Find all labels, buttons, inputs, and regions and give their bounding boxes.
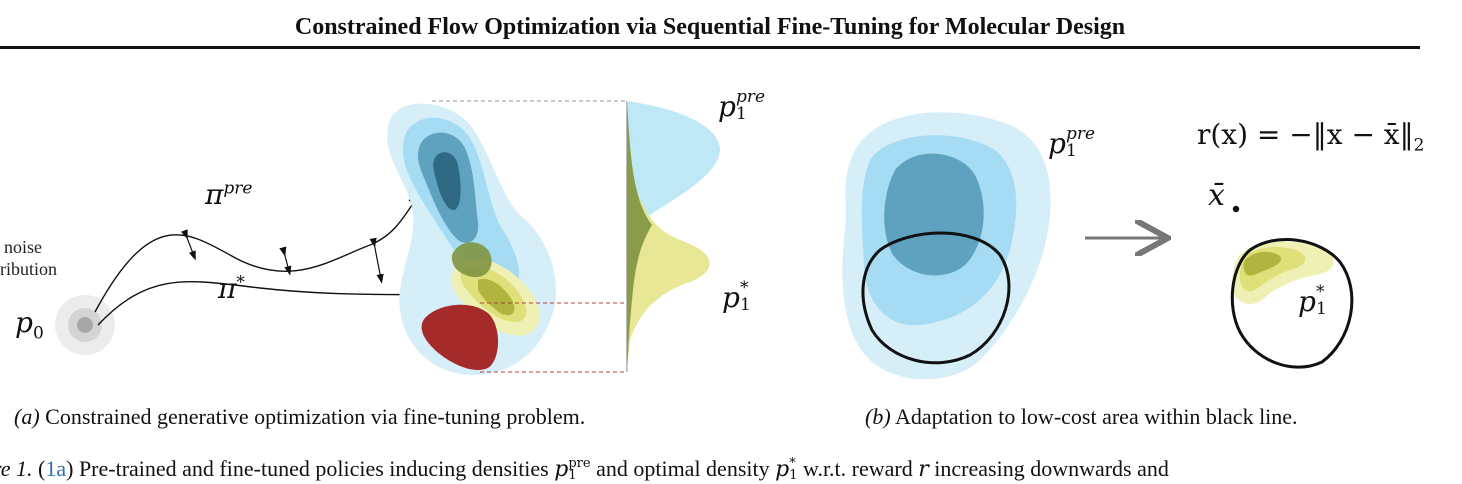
- xbar-label: x̄: [1208, 178, 1225, 213]
- caption-b: (b) Adaptation to low-cost area within b…: [865, 404, 1298, 429]
- kl-arrow-1: [180, 229, 196, 261]
- pretrained-density-b: [842, 112, 1051, 380]
- p1-star-label-b: p*1: [1298, 282, 1327, 319]
- optimal-density: [451, 242, 540, 336]
- kl-arrow-3: [369, 237, 384, 284]
- pi-pre-label: πpre: [205, 178, 253, 211]
- noise-distribution-blob: [55, 295, 115, 355]
- noise-label: noise ribution: [0, 237, 57, 279]
- pretrained-marginal: [627, 101, 720, 372]
- figure-caption: ure 1. (1a) Pre-trained and fine-tuned p…: [0, 456, 1169, 483]
- p0-label: p0: [15, 306, 44, 344]
- pi-star-curve: [97, 281, 452, 326]
- optimal-density-b: [1232, 241, 1334, 305]
- pi-star-label: π*: [218, 272, 245, 305]
- feasible-boundary-right: [1230, 238, 1354, 369]
- caption-a: (a) Constrained generative optimization …: [14, 404, 586, 429]
- p1-star-label-a: p*1: [722, 278, 751, 315]
- reward-formula: r(x) = −‖x − x̄‖2: [1197, 118, 1425, 156]
- optimal-marginal: [627, 130, 710, 372]
- kl-arrow-2: [279, 246, 292, 276]
- feasible-boundary-left: [861, 231, 1011, 365]
- figure-ref-link[interactable]: 1a: [45, 456, 67, 481]
- overlap-marginal: [627, 101, 652, 372]
- page-title: Constrained Flow Optimization via Sequen…: [294, 14, 1126, 40]
- target-point: [1232, 205, 1240, 213]
- title-rule: [0, 46, 1420, 49]
- infeasible-region: [421, 304, 499, 370]
- pi-pre-curve: [94, 191, 421, 313]
